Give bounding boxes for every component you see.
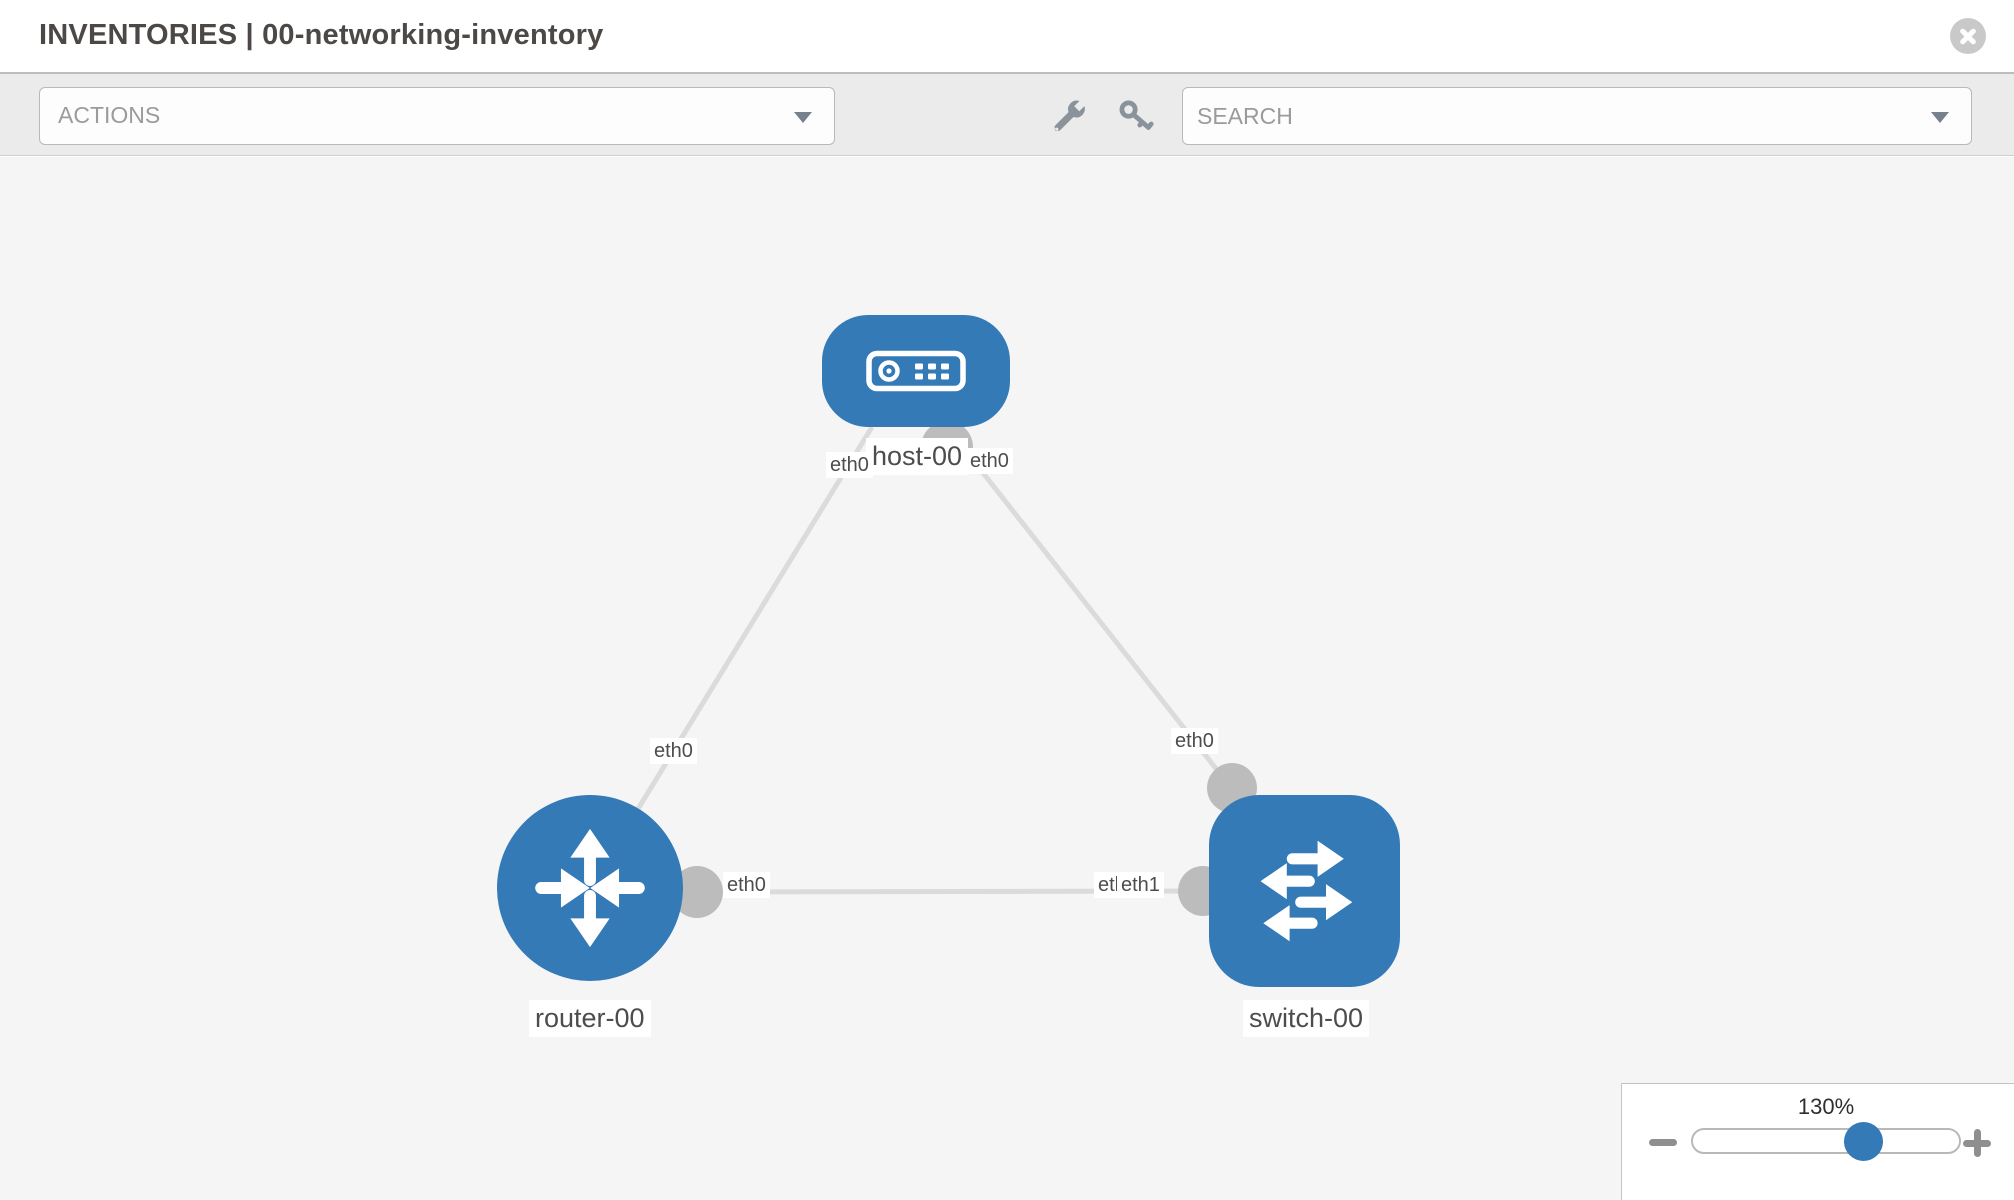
chevron-down-icon xyxy=(794,112,812,123)
actions-dropdown[interactable]: ACTIONS xyxy=(39,87,835,145)
zoom-level-value: 130% xyxy=(1797,1094,1855,1119)
interface-label-router-top: eth0 xyxy=(650,738,697,764)
node-label-switch: switch-00 xyxy=(1243,1000,1370,1038)
actions-dropdown-label: ACTIONS xyxy=(58,102,161,128)
switch-icon xyxy=(1260,840,1352,942)
interface-label-switch-top: eth0 xyxy=(1171,728,1218,754)
search-input[interactable] xyxy=(1197,92,1897,140)
search-combobox[interactable] xyxy=(1182,87,1972,145)
toolbar: ACTIONS xyxy=(0,72,2014,156)
wrench-icon[interactable] xyxy=(1050,98,1088,136)
header: INVENTORIES | 00-networking-inventory xyxy=(0,0,2014,72)
key-icon[interactable] xyxy=(1117,98,1155,136)
interface-label-host-right: eth0 xyxy=(966,448,1013,474)
node-host-00[interactable] xyxy=(822,315,1010,427)
router-icon xyxy=(535,828,645,948)
node-switch-00[interactable] xyxy=(1209,795,1400,987)
node-router-00[interactable] xyxy=(497,795,683,981)
chevron-down-icon xyxy=(1931,112,1949,123)
interface-connector-router-eth0[interactable] xyxy=(671,866,723,918)
page-title: INVENTORIES | 00-networking-inventory xyxy=(39,19,604,51)
interface-label-router-right: eth0 xyxy=(723,872,770,898)
node-label-router: router-00 xyxy=(529,1000,651,1038)
topology-canvas[interactable]: host-00 router-00 switch-00 eth0 eth0 et… xyxy=(0,157,2014,1200)
close-icon[interactable] xyxy=(1950,18,1986,54)
zoom-in-button[interactable] xyxy=(1963,1129,1991,1157)
node-label-host: host-00 xyxy=(866,438,969,476)
zoom-slider-track[interactable] xyxy=(1691,1128,1961,1154)
zoom-slider-thumb[interactable] xyxy=(1844,1122,1883,1161)
zoom-panel: 130% xyxy=(1621,1083,2014,1200)
host-icon xyxy=(866,350,966,392)
interface-label-switch-left: eth1 xyxy=(1117,872,1164,898)
zoom-out-button[interactable] xyxy=(1649,1139,1677,1146)
interface-label-host-left: eth0 xyxy=(826,452,873,478)
links-layer xyxy=(627,421,1257,918)
